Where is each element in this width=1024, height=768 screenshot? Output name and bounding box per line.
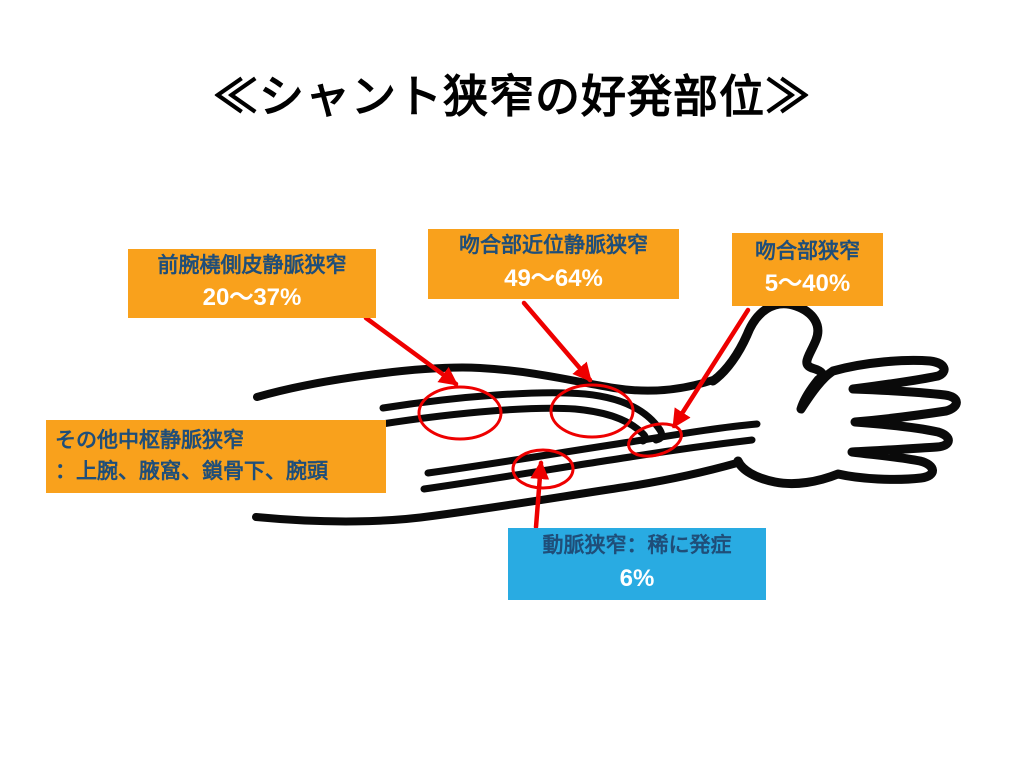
- stenosis-circle-artery: [511, 448, 575, 490]
- callout-proximal-vein-label: 吻合部近位静脈狭窄: [459, 234, 648, 258]
- callout-anastomosis-value: 5～40%: [764, 270, 851, 298]
- callout-proximal-vein: 吻合部近位静脈狭窄 49～64%: [428, 229, 679, 299]
- page-title: ≪シャント狭窄の好発部位≫: [212, 71, 811, 122]
- callout-artery-label: 動脈狭窄：稀に発症: [542, 534, 732, 558]
- vein-lower-line: [378, 404, 649, 445]
- hand-outline: [708, 299, 961, 489]
- arm-bottom-contour: [252, 459, 741, 526]
- artery-upper-line: [424, 420, 761, 477]
- callout-central-vein-detail: ：上腕、腋窩、鎖骨下、腕頭: [55, 459, 328, 483]
- callout-forearm-vein: 前腕橈側皮静脈狭窄 20～37%: [128, 249, 376, 318]
- callout-artery-value: 6%: [619, 564, 655, 592]
- callout-forearm-vein-label: 前腕橈側皮静脈狭窄: [157, 253, 347, 277]
- callout-central-vein: その他中枢静脈狭窄 ：上腕、腋窩、鎖骨下、腕頭: [46, 420, 386, 493]
- callout-anastomosis: 吻合部狭窄 5～40%: [732, 233, 883, 306]
- arrow-anastomosis: [671, 307, 751, 429]
- artery-lower-line: [420, 436, 756, 493]
- arrow-forearm-vein: [363, 315, 459, 387]
- callout-central-vein-label: その他中枢静脈狭窄: [55, 429, 244, 453]
- stenosis-circle-proximal-vein: [549, 383, 635, 439]
- arrow-artery: [530, 460, 550, 530]
- arm-top-contour: [253, 363, 717, 401]
- callout-proximal-vein-value: 49～64%: [504, 264, 603, 292]
- callout-anastomosis-label: 吻合部狭窄: [755, 239, 860, 263]
- callout-artery: 動脈狭窄：稀に発症 6%: [508, 528, 766, 600]
- stenosis-circle-forearm-vein: [417, 385, 503, 441]
- stenosis-circle-anastomosis: [627, 422, 683, 458]
- arrow-proximal-vein: [521, 300, 593, 383]
- callout-forearm-vein-value: 20～37%: [202, 284, 302, 312]
